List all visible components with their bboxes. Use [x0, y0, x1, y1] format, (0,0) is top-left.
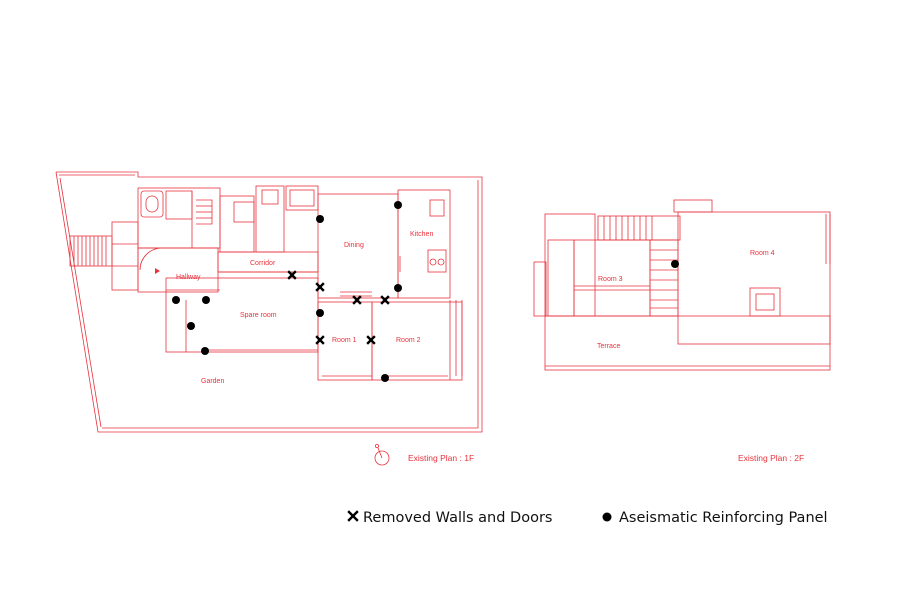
panel-dot-icon [394, 201, 402, 209]
removed-wall-cross-icon [315, 282, 325, 292]
room-labels-1f: Hallway Corridor Dining Kitchen Spare ro… [176, 231, 433, 385]
room-label-garden: Garden [201, 378, 224, 385]
removed-wall-cross-icon [380, 295, 390, 305]
legend-removed-cross-icon [347, 510, 359, 522]
panel-dot-icon [187, 322, 195, 330]
removed-wall-cross-icon [366, 335, 376, 345]
terrace-outline [544, 315, 831, 371]
legend: Removed Walls and Doors Aseismatic Reinf… [347, 510, 828, 526]
external-stair-1f [69, 221, 139, 291]
panel-dot-icon [316, 215, 324, 223]
removed-wall-cross-icon [352, 295, 362, 305]
entrance-arrow-icon [155, 268, 160, 274]
room-label-corridor: Corridor [250, 260, 276, 267]
caption-2f: Existing Plan : 2F [738, 453, 804, 463]
legend-panel-label: Aseismatic Reinforcing Panel [619, 510, 828, 526]
house-walls-1f [137, 185, 463, 381]
room4-outline [677, 211, 831, 345]
site-boundary-1f [55, 171, 483, 433]
panel-dot-icon [172, 296, 180, 304]
plan-1f [55, 171, 483, 466]
panel-markers-1f [172, 201, 402, 382]
north-compass-icon [374, 443, 390, 466]
plan-2f [533, 199, 831, 371]
panel-dot-icon [316, 309, 324, 317]
panel-dot-icon [381, 374, 389, 382]
panel-dot-icon [202, 296, 210, 304]
room-label-room4: Room 4 [750, 250, 775, 257]
room-label-room1: Room 1 [332, 337, 357, 344]
removed-wall-cross-icon [287, 270, 297, 280]
room-label-dining: Dining [344, 242, 364, 249]
panel-dot-icon [394, 284, 402, 292]
room-label-hallway: Hallway [176, 274, 201, 281]
room-label-room2: Room 2 [396, 337, 421, 344]
legend-removed-label: Removed Walls and Doors [363, 510, 552, 526]
removed-markers-1f [287, 270, 390, 345]
panel-dot-icon [671, 260, 679, 268]
panel-dot-icon [201, 347, 209, 355]
room-label-kitchen: Kitchen [410, 231, 433, 238]
room-label-spare-room: Spare room [240, 312, 277, 319]
room-label-room3: Room 3 [598, 276, 623, 283]
room-label-terrace: Terrace [597, 343, 620, 350]
room-labels-2f: Room 3 Room 4 Terrace [597, 250, 775, 350]
removed-wall-cross-icon [315, 335, 325, 345]
legend-panel-dot-icon [602, 512, 612, 522]
caption-1f: Existing Plan : 1F [408, 453, 474, 463]
